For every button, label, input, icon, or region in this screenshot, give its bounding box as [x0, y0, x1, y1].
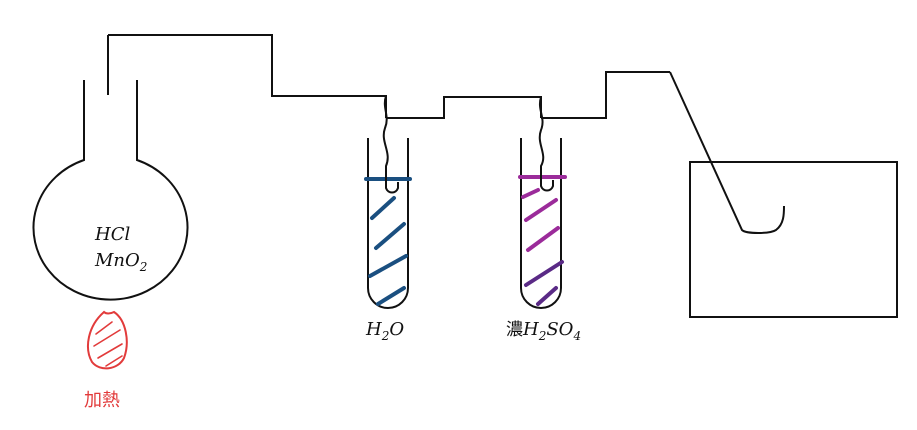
- inlet-tube-1: [382, 95, 399, 194]
- flame-icon: [87, 310, 128, 370]
- test-tube-sulfuric-acid: 濃H2SO4: [506, 96, 581, 343]
- collection-tube: [669, 71, 785, 234]
- svg-text:濃H2SO4: 濃H2SO4: [506, 319, 581, 343]
- flask: HCl MnO2: [32, 35, 189, 301]
- collection-box: [689, 161, 898, 318]
- acid-liquid-stripes: [518, 175, 567, 306]
- tube2-label-h-subscript: 2: [538, 329, 547, 343]
- connecting-tube-1: [108, 34, 387, 118]
- flame-inner-strokes: [93, 321, 123, 367]
- heat-source: 加熱: [84, 310, 128, 411]
- water-liquid-stripes: [364, 177, 412, 306]
- flask-reagent-hcl: HCl: [94, 224, 130, 245]
- tube1-label-o: O: [389, 319, 404, 340]
- tube2-label-h: H: [522, 319, 539, 340]
- tube2-label-so-subscript: 4: [572, 329, 581, 343]
- tube2-label-concentrated: 濃: [506, 320, 523, 340]
- flask-reagent-mno2-subscript: 2: [139, 260, 148, 274]
- tube2-label-so: SO: [546, 319, 573, 340]
- inlet-tube-2: [538, 96, 554, 192]
- test-tube-water: H2O: [364, 95, 412, 343]
- test-tube-2-outline: [520, 138, 562, 309]
- connecting-tube-3: [541, 71, 670, 119]
- heat-label: 加熱: [84, 390, 120, 411]
- flask-outline: [32, 80, 189, 301]
- connecting-tube-2: [386, 96, 542, 119]
- flask-reagent-mno2: MnO: [94, 250, 140, 271]
- collection-vessel: [669, 71, 898, 318]
- svg-text:H2O: H2O: [365, 319, 404, 343]
- svg-text:MnO2: MnO2: [94, 250, 147, 274]
- tube1-label-subscript: 2: [381, 329, 390, 343]
- test-tube-1-outline: [367, 138, 409, 309]
- tube1-label-h: H: [365, 319, 382, 340]
